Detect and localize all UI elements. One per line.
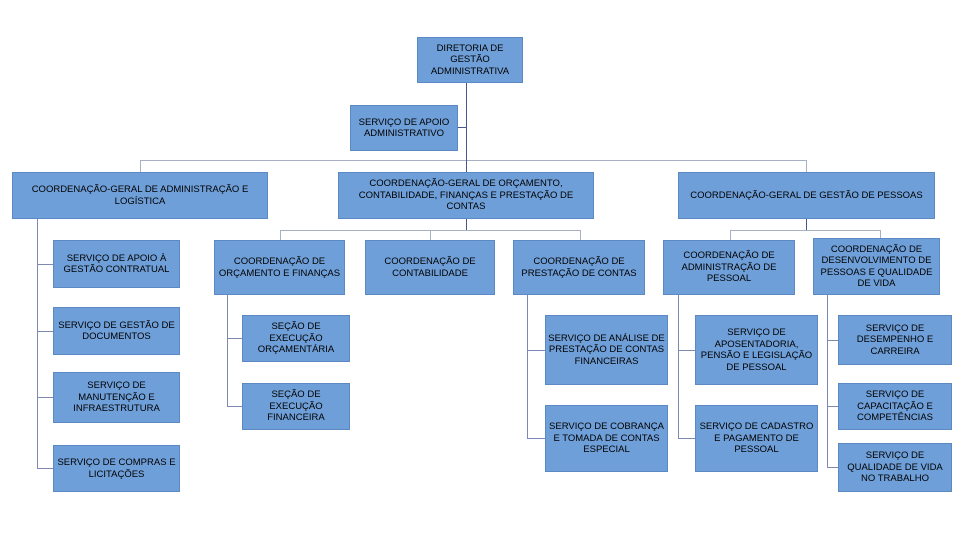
connector-stub-qualidade-vida: [827, 467, 838, 468]
org-node-label: SERVIÇO DE APOIO ADMINISTRATIVO: [358, 116, 450, 140]
connector-stub-desempenho: [827, 340, 838, 341]
org-node-label: DIRETORIA DE GESTÃO ADMINISTRATIVA: [430, 42, 510, 77]
org-node-servico-qualidade-vida-trabalho: SERVIÇO DE QUALIDADE DE VIDA NO TRABALHO: [838, 443, 952, 492]
org-node-servico-aposentadoria-pensao: SERVIÇO DE APOSENTADORIA, PENSÃO E LEGIS…: [695, 315, 818, 385]
connector-staff-stub: [458, 127, 466, 128]
connector-orcamento-trunk: [466, 219, 467, 230]
connector-stub-secao-orcamentaria: [227, 338, 242, 339]
org-node-coord-desenvolvimento-pessoas: COORDENAÇÃO DE DESENVOLVIMENTO DE PESSOA…: [813, 238, 940, 295]
org-node-servico-analise-prestacao-contas: SERVIÇO DE ANÁLISE DE PRESTAÇÃO DE CONTA…: [545, 315, 668, 385]
org-node-label: SERVIÇO DE APOIO À GESTÃO CONTRATUAL: [63, 252, 170, 276]
connector-stub-cobranca: [527, 438, 545, 439]
org-node-secao-execucao-orcamentaria: SEÇÃO DE EXECUÇÃO ORÇAMENTÁRIA: [242, 315, 350, 362]
connector-drop-branch-logistica: [140, 160, 141, 172]
connector-orcamento-financas-spine: [227, 295, 228, 406]
connector-stub-cadastro-pagamento: [678, 438, 695, 439]
connector-admin-pessoal-spine: [678, 295, 679, 438]
org-node-label: COORDENAÇÃO-GERAL DE ORÇAMENTO, CONTABIL…: [358, 178, 574, 213]
org-node-label: SERVIÇO DE ANÁLISE DE PRESTAÇÃO DE CONTA…: [548, 332, 665, 367]
org-node-cg-administracao-logistica: COORDENAÇÃO-GERAL DE ADMINISTRAÇÃO E LOG…: [12, 172, 268, 219]
org-node-label: SERVIÇO DE QUALIDADE DE VIDA NO TRABALHO: [847, 450, 943, 485]
connector-stub-analise-prestacao: [527, 350, 545, 351]
org-node-servico-capacitacao-competencias: SERVIÇO DE CAPACITAÇÃO E COMPETÊNCIAS: [838, 383, 952, 430]
org-node-coord-contabilidade: COORDENAÇÃO DE CONTABILIDADE: [365, 240, 495, 295]
org-node-label: SERVIÇO DE COMPRAS E LICITAÇÕES: [57, 457, 176, 480]
connector-stub-secao-financeira: [227, 406, 242, 407]
connector-stub-apoio-gestao-contratual: [37, 264, 53, 265]
org-node-label: SERVIÇO DE MANUTENÇÃO E INFRAESTRUTURA: [73, 380, 160, 415]
connector-drop-coord-desenvolvimento: [880, 230, 881, 238]
connector-pessoas-trunk: [806, 219, 807, 230]
org-node-coord-administracao-pessoal: COORDENAÇÃO DE ADMINISTRAÇÃO DE PESSOAL: [663, 240, 795, 295]
org-node-label: COORDENAÇÃO-GERAL DE ADMINISTRAÇÃO E LOG…: [31, 184, 249, 207]
org-node-servico-apoio-administrativo: SERVIÇO DE APOIO ADMINISTRATIVO: [350, 105, 458, 151]
org-node-servico-cadastro-pagamento: SERVIÇO DE CADASTRO E PAGAMENTO DE PESSO…: [695, 405, 818, 472]
org-node-servico-manutencao-infraestrutura: SERVIÇO DE MANUTENÇÃO E INFRAESTRUTURA: [53, 372, 180, 423]
connector-stub-gestao-documentos: [37, 331, 53, 332]
connector-stub-aposentadoria: [678, 350, 695, 351]
connector-root-trunk: [466, 83, 467, 160]
connector-branch-split: [140, 160, 806, 161]
org-node-servico-desempenho-carreira: SERVIÇO DE DESEMPENHO E CARREIRA: [838, 315, 952, 365]
connector-stub-manutencao: [37, 397, 53, 398]
org-node-secao-execucao-financeira: SEÇÃO DE EXECUÇÃO FINANCEIRA: [242, 383, 350, 430]
org-node-coord-orcamento-financas: COORDENAÇÃO DE ORÇAMENTO E FINANÇAS: [214, 240, 345, 295]
connector-logistica-spine: [37, 219, 38, 468]
org-node-servico-apoio-gestao-contratual: SERVIÇO DE APOIO À GESTÃO CONTRATUAL: [53, 240, 180, 288]
org-node-label: SEÇÃO DE EXECUÇÃO FINANCEIRA: [267, 389, 325, 424]
org-node-label: SERVIÇO DE CAPACITAÇÃO E COMPETÊNCIAS: [856, 389, 933, 424]
org-node-label: SEÇÃO DE EXECUÇÃO ORÇAMENTÁRIA: [257, 321, 335, 356]
org-node-label: COORDENAÇÃO DE PRESTAÇÃO DE CONTAS: [521, 256, 637, 279]
org-node-label: COORDENAÇÃO DE ADMINISTRAÇÃO DE PESSOAL: [681, 250, 777, 285]
org-node-coord-prestacao-contas: COORDENAÇÃO DE PRESTAÇÃO DE CONTAS: [513, 240, 645, 295]
connector-stub-compras: [37, 468, 53, 469]
org-node-label: SERVIÇO DE DESEMPENHO E CARREIRA: [856, 322, 934, 357]
connector-desenvolvimento-spine: [827, 295, 828, 467]
org-node-label: SERVIÇO DE CADASTRO E PAGAMENTO DE PESSO…: [699, 421, 814, 456]
org-node-label: SERVIÇO DE COBRANÇA E TOMADA DE CONTAS E…: [549, 421, 664, 456]
org-node-servico-cobranca-tomada-contas: SERVIÇO DE COBRANÇA E TOMADA DE CONTAS E…: [545, 405, 668, 472]
org-node-diretoria-gestao-administrativa: DIRETORIA DE GESTÃO ADMINISTRATIVA: [417, 37, 523, 83]
org-node-cg-gestao-pessoas: COORDENAÇÃO-GERAL DE GESTÃO DE PESSOAS: [678, 172, 935, 219]
org-node-label: COORDENAÇÃO DE CONTABILIDADE: [384, 256, 476, 279]
connector-prestacao-contas-spine: [527, 295, 528, 438]
connector-drop-coord-prestacao-contas: [580, 230, 581, 240]
connector-stub-capacitacao: [827, 406, 838, 407]
connector-drop-coord-admin-pessoal: [730, 230, 731, 240]
org-node-label: COORDENAÇÃO DE ORÇAMENTO E FINANÇAS: [218, 256, 341, 279]
connector-drop-branch-pessoas: [806, 160, 807, 172]
org-node-servico-gestao-documentos: SERVIÇO DE GESTÃO DE DOCUMENTOS: [53, 307, 180, 355]
connector-drop-coord-orcamento-financas: [280, 230, 281, 240]
org-node-label: SERVIÇO DE APOSENTADORIA, PENSÃO E LEGIS…: [700, 327, 813, 373]
org-node-label: SERVIÇO DE GESTÃO DE DOCUMENTOS: [58, 319, 175, 343]
org-node-label: COORDENAÇÃO-GERAL DE GESTÃO DE PESSOAS: [690, 189, 923, 201]
org-node-servico-compras-licitacoes: SERVIÇO DE COMPRAS E LICITAÇÕES: [53, 445, 180, 492]
org-node-cg-orcamento-contabilidade: COORDENAÇÃO-GERAL DE ORÇAMENTO, CONTABIL…: [338, 172, 594, 219]
connector-pessoas-split: [730, 230, 880, 231]
org-node-label: COORDENAÇÃO DE DESENVOLVIMENTO DE PESSOA…: [820, 243, 933, 290]
connector-drop-branch-orcamento: [466, 160, 467, 172]
connector-drop-coord-contabilidade: [430, 230, 431, 240]
